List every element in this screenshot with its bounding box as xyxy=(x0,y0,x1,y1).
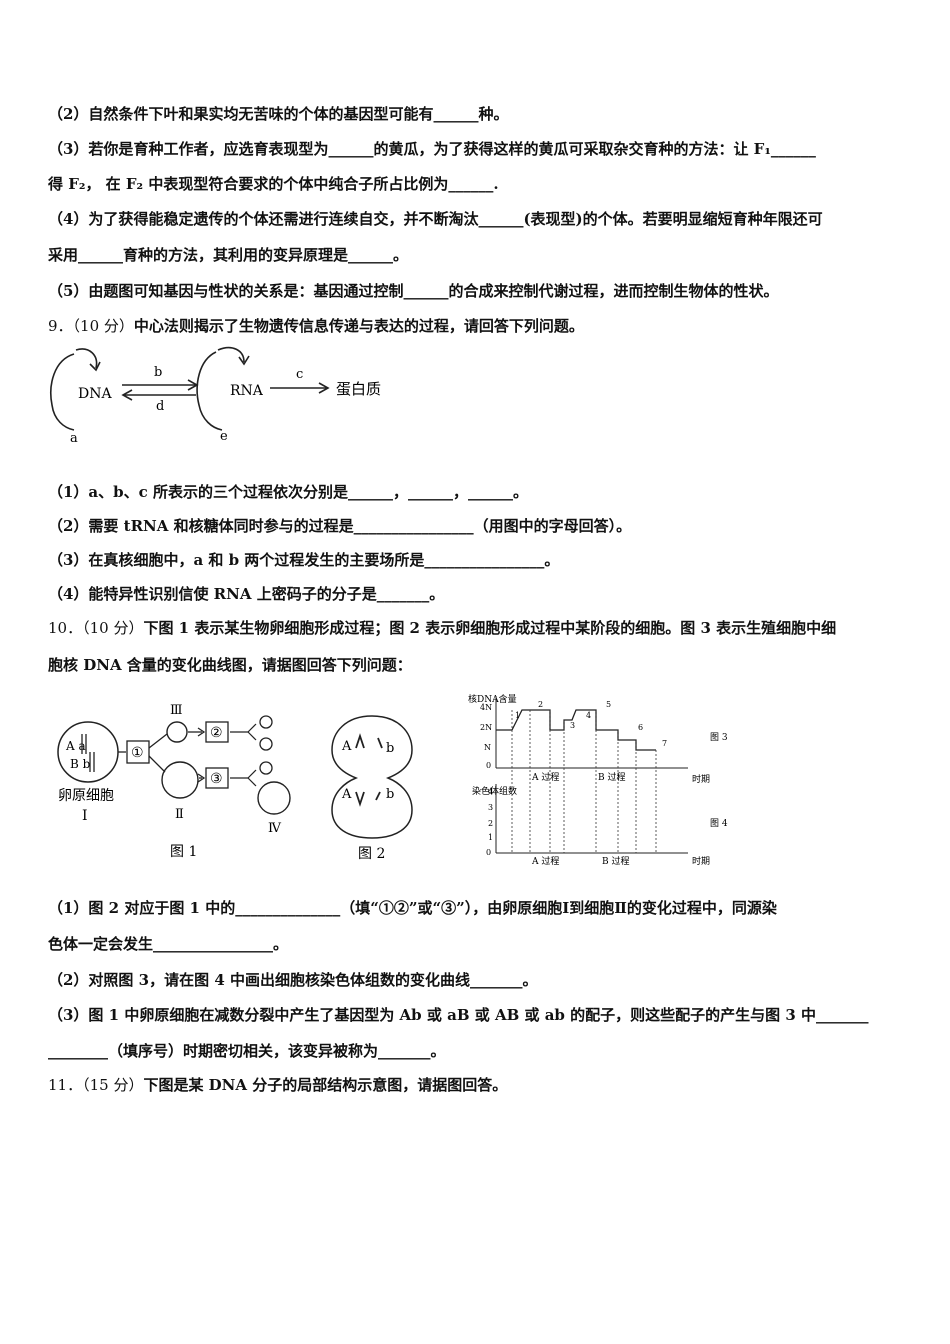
fig3-stage-2: 2 xyxy=(538,700,543,709)
fig3-stage-6: 6 xyxy=(638,723,643,732)
q11-number: 11．（15 分） xyxy=(48,1076,144,1094)
figure-1-oogenesis: A a B b 卵原细胞 Ⅰ ① Ⅲ Ⅱ ② ③ Ⅳ 图 1 xyxy=(57,703,291,860)
dna-label: DNA xyxy=(78,386,112,402)
fig3-xlabel: 时期 xyxy=(692,773,710,785)
egg-cell xyxy=(257,781,291,815)
fig3-process-B: B 过程 xyxy=(598,771,625,783)
q9-stem: 9．（10 分）中心法则揭示了生物遗传信息传递与表达的过程，请回答下列问题。 xyxy=(48,316,584,336)
fig3-caption: 图 3 xyxy=(710,732,728,743)
rna-label: RNA xyxy=(230,383,264,399)
q8-part4-line1: （4）为了获得能稳定遗传的个体还需进行连续自交，并不断淘汰______(表现型)… xyxy=(48,210,823,228)
q9-part3: （3）在真核细胞中，a 和 b 两个过程发生的主要场所是____________… xyxy=(48,551,560,569)
fig4-process-B: B 过程 xyxy=(602,855,629,867)
q8-part5: （5）由题图可知基因与性状的关系是：基因通过控制______的合成来控制代谢过程… xyxy=(48,282,779,300)
roman-I-label: Ⅰ xyxy=(82,808,88,824)
q10-stem-line2: 胞核 DNA 含量的变化曲线图，请据图回答下列问题： xyxy=(48,656,412,674)
polar-body-3 xyxy=(259,761,273,775)
fig3-stage-5: 5 xyxy=(606,700,611,709)
box-1 xyxy=(126,740,150,764)
chromosome-A-bottom: A xyxy=(341,787,352,802)
fig3-process-A: A 过程 xyxy=(531,771,559,783)
chromosome-A-top: A xyxy=(341,739,352,754)
q9-number: 9．（10 分） xyxy=(48,317,134,335)
first-polar-body xyxy=(166,721,188,743)
box-2-label: ② xyxy=(210,725,223,741)
q9-stem-text: 中心法则揭示了生物遗传信息传递与表达的过程，请回答下列问题。 xyxy=(133,317,584,335)
fig4-ytick-1: 1 xyxy=(488,833,493,842)
q10-part2: （2）对照图 3，请在图 4 中画出细胞核染色体组数的变化曲线_______。 xyxy=(48,971,538,989)
figure-1-caption: 图 1 xyxy=(170,844,197,860)
fig3-ylabel: 核DNA含量 xyxy=(468,693,517,705)
fig4-ytick-0: 0 xyxy=(486,848,491,857)
fig4-ytick-2: 2 xyxy=(488,819,493,828)
fig3-ytick-N: N xyxy=(484,743,491,752)
q10-part3-line2: ________（填序号）时期密切相关，该变异被称为_______。 xyxy=(48,1042,446,1060)
q10-part1-line1: （1）图 2 对应于图 1 中的______________（填“①②”或“③”… xyxy=(48,899,777,917)
fig4-process-A: A 过程 xyxy=(531,855,559,867)
fig4-caption: 图 4 xyxy=(710,818,728,829)
central-dogma-figure: DNA a b d RNA e c 蛋白质 xyxy=(50,346,381,445)
secondary-oocyte xyxy=(161,761,199,799)
polar-body-1 xyxy=(259,715,273,729)
roman-III-label: Ⅲ xyxy=(170,703,183,718)
q8-part4-line2: 采用______育种的方法，其利用的变异原理是______。 xyxy=(48,246,409,264)
roman-IV-label: Ⅳ xyxy=(268,821,282,836)
oogonium-label: 卵原细胞 xyxy=(58,788,114,804)
process-b-label: b xyxy=(154,365,162,380)
fig3-stage-1: 1 xyxy=(515,711,520,720)
protein-label: 蛋白质 xyxy=(336,380,381,398)
roman-II-label: Ⅱ xyxy=(175,807,184,822)
q10-part1-line2: 色体一定会发生________________。 xyxy=(48,935,289,953)
fig3-stage-7: 7 xyxy=(662,739,667,748)
q11-stem: 11．（15 分）下图是某 DNA 分子的局部结构示意图，请据图回答。 xyxy=(48,1075,507,1095)
fig3-dna-curve xyxy=(496,709,656,751)
cell-outline xyxy=(331,715,413,839)
fig3-ytick-2N: 2N xyxy=(480,723,492,732)
rna-replication-arc-e xyxy=(196,351,223,431)
fig3-stage-3: 3 xyxy=(570,721,575,730)
q11-stem-text: 下图是某 DNA 分子的局部结构示意图，请据图回答。 xyxy=(143,1076,508,1094)
box-1-label: ① xyxy=(131,745,144,761)
q9-part2: （2）需要 tRNA 和核糖体同时参与的过程是________________（… xyxy=(48,517,632,535)
figure-3-4-charts: 核DNA含量 4N 2N N 0 1 2 3 4 5 6 7 A 过程 B 过程… xyxy=(468,693,728,867)
replication-arc-a xyxy=(50,353,75,431)
q9-part1: （1）a、b、c 所表示的三个过程依次分别是______，______，____… xyxy=(48,483,529,501)
chromosome-b-top: b xyxy=(386,741,394,756)
fig3-ytick-4N: 4N xyxy=(480,703,492,712)
q10-stem-text: 下图 1 表示某生物卵细胞形成过程；图 2 表示卵细胞形成过程中某阶段的细胞。图… xyxy=(143,619,837,637)
chromosome-b-bottom: b xyxy=(386,787,394,802)
fig4-ytick-3: 3 xyxy=(488,803,493,812)
q8-part3-line1: （3）若你是育种工作者，应选育表现型为______的黄瓜，为了获得这样的黄瓜可采… xyxy=(48,140,816,158)
box-3-label: ③ xyxy=(210,771,223,787)
box-3 xyxy=(205,767,229,789)
q8-part2: （2）自然条件下叶和果实均无苦味的个体的基因型可能有______种。 xyxy=(48,105,509,123)
q8-part3-line2: 得 F₂， 在 F₂ 中表现型符合要求的个体中纯合子所占比例为______. xyxy=(48,175,499,193)
gene-label-bottom: B b xyxy=(70,757,91,771)
q10-stem-line1: 10．（10 分）下图 1 表示某生物卵细胞形成过程；图 2 表示卵细胞形成过程… xyxy=(48,618,836,638)
process-a-label: a xyxy=(70,431,78,445)
process-d-label: d xyxy=(156,399,164,414)
gene-label-top: A a xyxy=(65,739,86,753)
figure-2-dividing-cell: A b A b 图 2 xyxy=(331,715,413,862)
box-2 xyxy=(205,721,229,743)
process-e-label: e xyxy=(220,429,228,444)
fig3-stage-4: 4 xyxy=(586,711,591,720)
fig4-xlabel: 时期 xyxy=(692,855,710,867)
fig3-ytick-0: 0 xyxy=(486,761,491,770)
q10-part3-line1: （3）图 1 中卵原细胞在减数分裂中产生了基因型为 Ab 或 aB 或 AB 或… xyxy=(48,1006,869,1024)
polar-body-2 xyxy=(259,737,273,751)
fig4-ytick-4: 4 xyxy=(488,787,493,796)
q10-number: 10．（10 分） xyxy=(48,619,144,637)
process-c-label: c xyxy=(296,367,303,382)
figure-2-caption: 图 2 xyxy=(358,846,385,862)
fig4-ylabel: 染色体组数 xyxy=(472,785,517,797)
q9-part4: （4）能特异性识别信使 RNA 上密码子的分子是_______。 xyxy=(48,585,445,603)
replication-arrow-a xyxy=(75,348,98,369)
